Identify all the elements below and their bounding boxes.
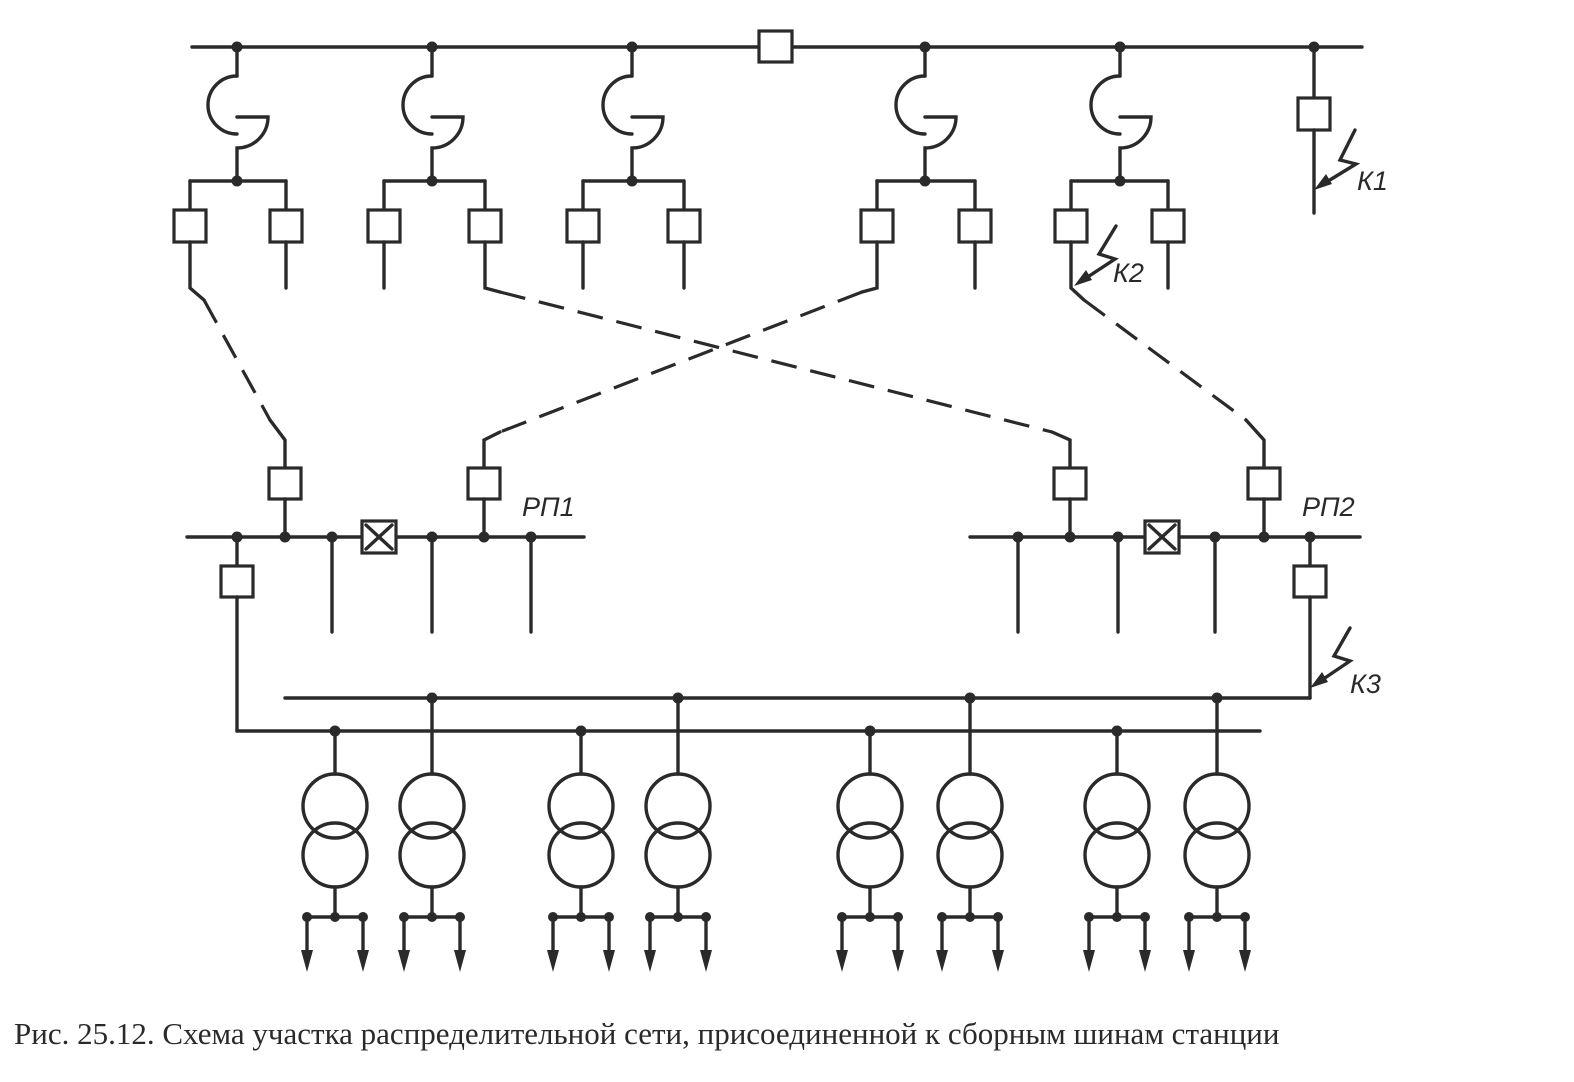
load-arrow [454, 915, 466, 972]
feeder-breaker [172, 208, 208, 244]
fault-arrows [1074, 128, 1361, 688]
reactor-branch-1 [172, 45, 304, 302]
fault-k1-arrow [1314, 128, 1361, 190]
feeder-breaker [467, 208, 503, 244]
transformer-winding [936, 821, 1004, 889]
transformer-winding [547, 821, 615, 889]
incoming-breaker [1246, 466, 1282, 501]
transformer-winding [836, 821, 904, 889]
transformer-winding [398, 772, 466, 840]
transformer-substation [547, 729, 615, 972]
transformer-substation [936, 696, 1004, 972]
load-arrow [301, 915, 313, 972]
feeder-breaker [1053, 208, 1089, 244]
transformer-winding [301, 821, 369, 889]
load-arrow [547, 915, 559, 972]
outgoing-breaker [219, 564, 255, 599]
transformer-winding [398, 821, 466, 889]
transformers [301, 696, 1251, 972]
transformer-winding [936, 772, 1004, 840]
fault-k2-arrow [1074, 224, 1119, 286]
reactor-branch-4 [859, 45, 993, 294]
transformer-winding [1083, 821, 1151, 889]
feeder-breaker [1150, 208, 1186, 244]
feeder-breaker [366, 208, 402, 244]
reactor-branch-3 [565, 45, 702, 290]
distribution-network-diagram: РП1 РП2 К1 К2 К3 [172, 29, 1388, 972]
outgoing-breaker [1292, 564, 1328, 599]
transformer-substation [398, 696, 466, 972]
reactor-branch-2 [366, 45, 503, 294]
reactor-branch-5 [1053, 45, 1186, 302]
fault-k3-arrow [1310, 626, 1354, 688]
transformer-winding [1083, 772, 1151, 840]
load-arrow [603, 915, 615, 972]
transformer-winding [1183, 772, 1251, 840]
distribution-lines [235, 692, 1312, 737]
label-rp2: РП2 [1302, 492, 1355, 522]
transformer-substation [1083, 729, 1151, 972]
feeder-breaker [1296, 96, 1332, 132]
load-arrow [398, 915, 410, 972]
load-arrow [1183, 915, 1195, 972]
rp1-switchgear [185, 418, 586, 733]
label-rp1: РП1 [522, 492, 575, 522]
transformer-substation [644, 696, 712, 972]
cable-lines [202, 290, 1247, 434]
label-k2: К2 [1113, 258, 1144, 288]
load-arrow [992, 915, 1004, 972]
load-arrow [1139, 915, 1151, 972]
feeder-breaker [957, 208, 993, 244]
transformer-winding [644, 772, 712, 840]
load-arrow [1239, 915, 1251, 972]
transformer-substation [301, 729, 369, 972]
label-k1: К1 [1357, 166, 1388, 196]
load-arrow [1083, 915, 1095, 972]
incoming-breaker [1052, 466, 1088, 501]
load-arrow [700, 915, 712, 972]
bus-section-breaker [757, 29, 794, 64]
transformer-winding [1183, 821, 1251, 889]
label-k3: К3 [1350, 669, 1381, 699]
feeder-breaker [268, 208, 304, 244]
transformer-winding [836, 772, 904, 840]
feeder-breaker [565, 208, 601, 244]
incoming-breaker [466, 466, 502, 501]
figure-caption: Рис. 25.12. Схема участка распределитель… [14, 1016, 1280, 1051]
load-arrow [936, 915, 948, 972]
transformer-winding [301, 772, 369, 840]
load-arrow [836, 915, 848, 972]
station-busbar [190, 29, 1364, 64]
incoming-breaker [267, 466, 303, 501]
load-arrow [892, 915, 904, 972]
transformer-substation [836, 729, 904, 972]
feeder-breaker [666, 208, 702, 244]
transformer-winding [644, 821, 712, 889]
feeder-breaker [859, 208, 895, 244]
load-arrow [644, 915, 656, 972]
transformer-winding [547, 772, 615, 840]
rp2-switchgear [968, 418, 1362, 700]
transformer-substation [1183, 696, 1251, 972]
load-arrow [357, 915, 369, 972]
k1-branch [1296, 45, 1332, 215]
